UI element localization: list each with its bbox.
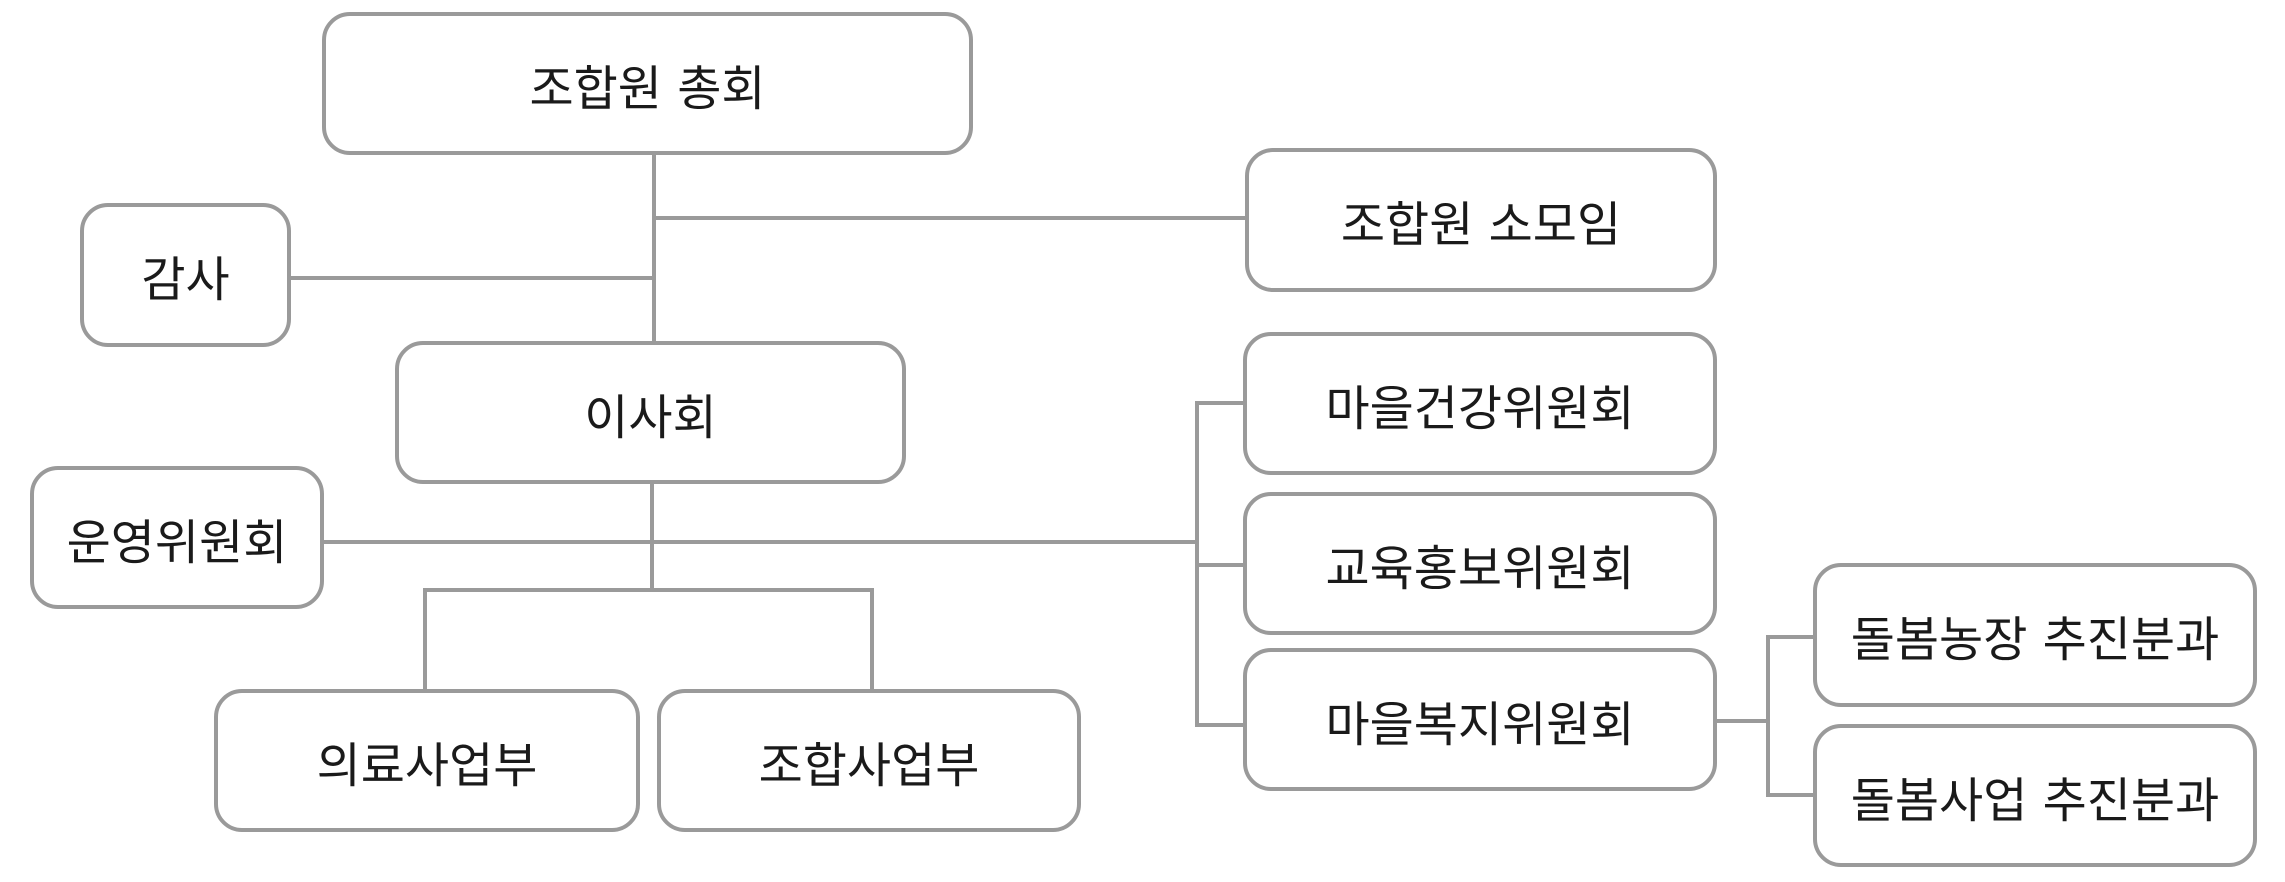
steering-committee-box: 운영위원회 — [30, 466, 324, 609]
committee-education-box: 교육홍보위원회 — [1243, 492, 1717, 635]
committee-welfare-label: 마을복지위원회 — [1325, 696, 1635, 753]
department-coop-box: 조합사업부 — [657, 689, 1081, 832]
committee-health-box: 마을건강위원회 — [1243, 332, 1717, 475]
board-box: 이사회 — [395, 341, 906, 484]
steering-committee-label: 운영위원회 — [66, 514, 288, 571]
subcommittee-care-box: 돌봄사업 추진분과 — [1813, 724, 2257, 867]
subcommittee-farm-label: 돌봄농장 추진분과 — [1850, 612, 2220, 668]
general-assembly-label: 조합원 총회 — [529, 60, 766, 117]
subcommittee-care-label: 돌봄사업 추진분과 — [1850, 772, 2220, 829]
committee-welfare-box: 마을복지위원회 — [1243, 648, 1717, 791]
department-medical-box: 의료사업부 — [214, 689, 640, 832]
committee-health-label: 마을건강위원회 — [1325, 380, 1635, 437]
department-coop-label: 조합사업부 — [758, 737, 980, 794]
audit-label: 감사 — [141, 252, 230, 308]
department-medical-label: 의료사업부 — [316, 737, 538, 794]
board-label: 이사회 — [584, 389, 717, 446]
small-groups-box: 조합원 소모임 — [1245, 148, 1717, 292]
subcommittee-farm-box: 돌봄농장 추진분과 — [1813, 563, 2257, 707]
small-groups-label: 조합원 소모임 — [1340, 197, 1622, 253]
committee-education-label: 교육홍보위원회 — [1325, 540, 1635, 597]
general-assembly-box: 조합원 총회 — [322, 12, 973, 155]
audit-box: 감사 — [80, 203, 291, 347]
